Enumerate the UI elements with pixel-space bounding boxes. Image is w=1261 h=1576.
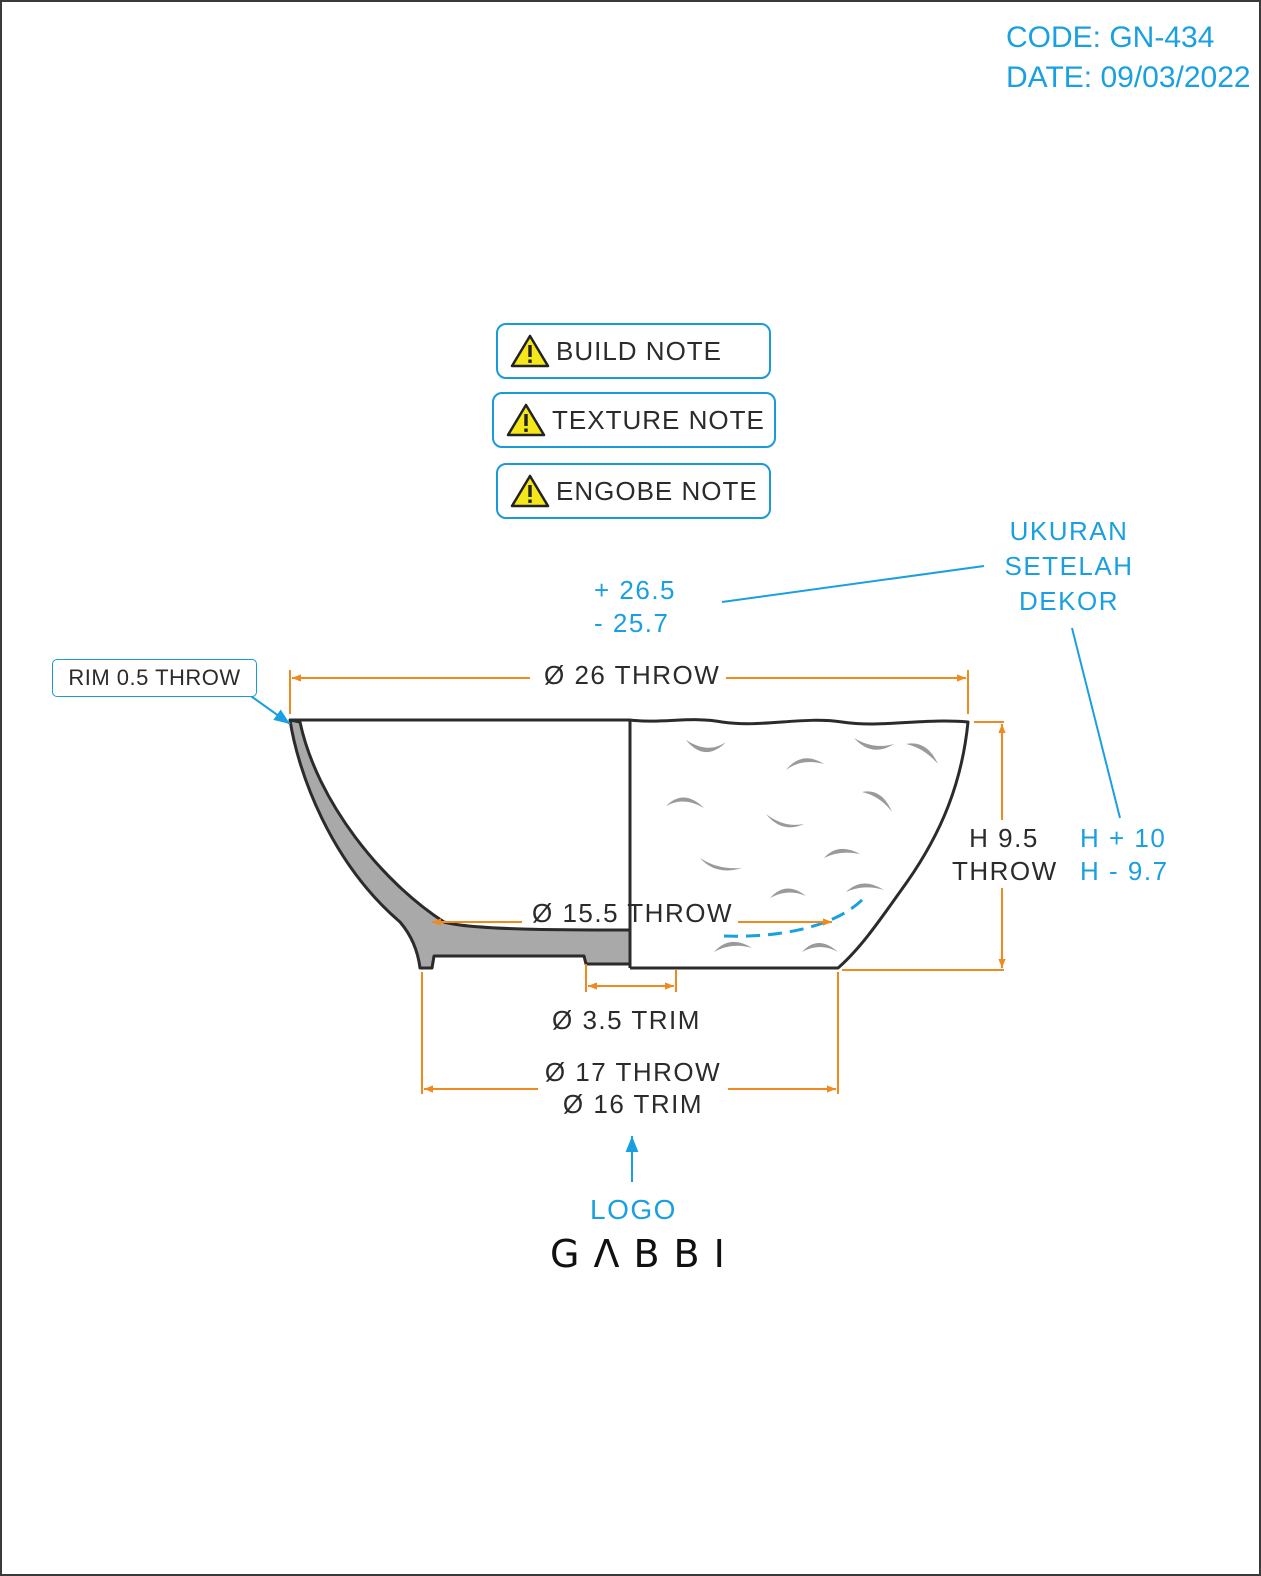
rim-thickness-tag: RIM 0.5 THROW bbox=[52, 659, 257, 697]
engobe-note-label: ENGOBE NOTE bbox=[556, 475, 758, 506]
engobe-dashed-line bbox=[723, 896, 866, 938]
base-diameter-label: Ø 17 THROW Ø 16 TRIM bbox=[538, 1056, 728, 1120]
logo-label: LOGO bbox=[590, 1194, 677, 1225]
build-note-label: BUILD NOTE bbox=[556, 335, 723, 366]
height-tolerance-plus: H + 10 bbox=[1080, 823, 1167, 853]
texture-note-label: TEXTURE NOTE bbox=[552, 404, 765, 435]
height-tolerance: H + 10 H - 9.7 bbox=[1080, 822, 1169, 888]
annotation-leaders bbox=[247, 565, 1121, 1182]
engobe-note-button[interactable]: ENGOBE NOTE bbox=[496, 463, 771, 519]
after-decor-line-2: SETELAH bbox=[1004, 551, 1134, 581]
after-decor-line-3: DEKOR bbox=[1019, 586, 1119, 616]
dimension-lines bbox=[289, 670, 1006, 1094]
base-diameter-throw: Ø 17 THROW bbox=[544, 1057, 722, 1087]
title-block: CODE: GN-434 DATE: 09/03/2022 bbox=[1006, 18, 1251, 98]
height-method: THROW bbox=[952, 856, 1058, 886]
top-diameter-label: Ø 26 THROW bbox=[540, 660, 725, 691]
inner-diameter-label: Ø 15.5 THROW bbox=[532, 898, 734, 928]
brand-logo: GΛBBI bbox=[550, 1232, 739, 1276]
product-code: CODE: GN-434 bbox=[1006, 21, 1215, 54]
base-diameter-trim: Ø 16 TRIM bbox=[562, 1089, 704, 1119]
warning-icon bbox=[510, 334, 550, 368]
diameter-tolerance: + 26.5 - 25.7 bbox=[594, 574, 676, 640]
height-tolerance-minus: H - 9.7 bbox=[1080, 856, 1169, 886]
after-decor-line-1: UKURAN bbox=[1009, 516, 1129, 546]
height-label: H 9.5 THROW bbox=[952, 822, 1056, 888]
bowl-exterior-outline bbox=[629, 718, 970, 970]
foot-trim-label: Ø 3.5 TRIM bbox=[552, 1005, 701, 1036]
texture-marks bbox=[666, 738, 938, 952]
diameter-tolerance-plus: + 26.5 bbox=[594, 575, 677, 605]
build-note-button[interactable]: BUILD NOTE bbox=[496, 323, 771, 379]
drawing-date: DATE: 09/03/2022 bbox=[1006, 61, 1251, 94]
texture-note-button[interactable]: TEXTURE NOTE bbox=[492, 392, 776, 448]
warning-icon bbox=[506, 403, 546, 437]
warning-icon bbox=[510, 474, 550, 508]
after-decor-label: UKURAN SETELAH DEKOR bbox=[994, 514, 1144, 619]
diameter-tolerance-minus: - 25.7 bbox=[594, 608, 670, 638]
height-value: H 9.5 bbox=[969, 823, 1039, 853]
bowl-section-wall bbox=[288, 718, 632, 970]
